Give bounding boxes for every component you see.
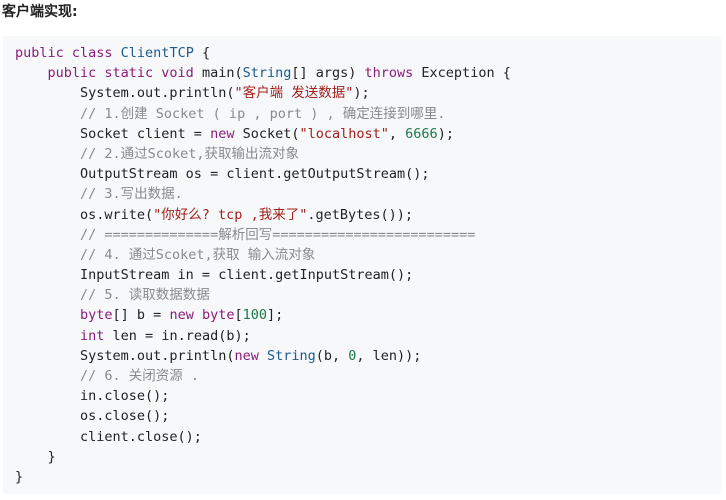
code-line: InputStream in = client.getInputStream()… xyxy=(15,265,721,285)
code-token: // 6. 关闭资源 . xyxy=(15,368,200,384)
code-line: int len = in.read(b); xyxy=(15,326,721,346)
code-line: // 2.通过Scoket,获取输出流对象 xyxy=(15,144,721,164)
code-line: // ==============解析回写===================… xyxy=(15,225,721,245)
code-line: Socket client = new Socket("localhost", … xyxy=(15,124,721,144)
code-line: client.close(); xyxy=(15,427,721,447)
code-token: byte xyxy=(15,307,113,324)
code-token: // 1.创建 Socket ( ip , port ) , 确定连接到哪里. xyxy=(15,105,446,122)
code-token: os.close(); xyxy=(15,408,170,425)
code-token: // 2.通过Scoket,获取输出流对象 xyxy=(15,145,300,162)
code-line: public class ClientTCP { xyxy=(15,43,721,63)
code-token: { xyxy=(193,45,211,61)
code-token: String xyxy=(242,65,292,82)
code-line: // 1.创建 Socket ( ip , port ) , 确定连接到哪里. xyxy=(15,104,721,124)
code-token: (b, xyxy=(315,347,349,364)
code-line: // 4. 通过Scoket,获取 输入流对象 xyxy=(15,245,721,265)
code-token: } xyxy=(15,448,56,465)
code-token: "客户端 发送数据" xyxy=(234,85,354,102)
code-token: [ xyxy=(234,307,243,324)
code-token: , xyxy=(388,125,406,142)
code-token: byte xyxy=(201,307,235,324)
code-token: ); xyxy=(353,85,370,102)
code-token: main( xyxy=(201,65,243,82)
code-token: .getBytes()); xyxy=(307,206,413,223)
code-token: ); xyxy=(437,125,454,142)
code-token: ]; xyxy=(267,307,284,324)
code-token: // 3.写出数据. xyxy=(15,186,183,203)
code-token: Socket( xyxy=(242,125,300,142)
code-token: String xyxy=(266,347,316,364)
code-token: [] args) xyxy=(291,65,365,82)
code-token: // 5. 读取数据数据 xyxy=(15,287,210,304)
code-line: } xyxy=(15,447,721,467)
code-token: new xyxy=(169,307,202,324)
code-block: public class ClientTCP { public static v… xyxy=(3,36,721,494)
code-line: // 3.写出数据. xyxy=(15,184,721,204)
code-line: public static void main(String[] args) t… xyxy=(15,63,721,83)
code-token: OutputStream os = client.getOutputStream… xyxy=(15,166,430,183)
code-token: "你好么? tcp ,我来了" xyxy=(153,206,308,223)
code-token: new xyxy=(210,125,243,142)
code-line: byte[] b = new byte[100]; xyxy=(15,305,721,325)
code-token: int xyxy=(15,327,113,344)
code-token: client.close(); xyxy=(15,428,202,445)
code-token: System.out.println( xyxy=(15,85,235,102)
code-token: in.close(); xyxy=(15,388,170,405)
code-token: new xyxy=(234,347,267,364)
code-token: "localhost" xyxy=(299,125,389,142)
code-line: } xyxy=(15,467,721,487)
code-token: InputStream in = client.getInputStream()… xyxy=(15,267,414,284)
code-token: ClientTCP xyxy=(120,45,194,61)
code-token: , len)); xyxy=(356,347,422,364)
code-token: [] b = xyxy=(112,307,170,324)
code-token: Exception { xyxy=(421,65,511,82)
code-line: OutputStream os = client.getOutputStream… xyxy=(15,164,721,184)
code-line: in.close(); xyxy=(15,386,721,406)
code-token: // ==============解析回写===================… xyxy=(15,226,476,243)
code-line: os.write("你好么? tcp ,我来了".getBytes()); xyxy=(15,205,721,225)
code-token: 100 xyxy=(242,307,268,324)
code-token: os.write( xyxy=(15,206,154,223)
code-token: System.out.println( xyxy=(15,347,235,364)
code-token: throws xyxy=(364,65,422,82)
code-line: System.out.println(new String(b, 0, len)… xyxy=(15,346,721,366)
code-token: Socket client = xyxy=(15,125,211,142)
code-token: 0 xyxy=(348,347,357,364)
code-token: // 4. 通过Scoket,获取 输入流对象 xyxy=(15,246,316,263)
code-line: // 5. 读取数据数据 xyxy=(15,285,721,305)
section-heading: 客户端实现: xyxy=(2,4,78,20)
code-line: os.close(); xyxy=(15,406,721,426)
code-line: // 6. 关闭资源 . xyxy=(15,366,721,386)
code-lines: public class ClientTCP { public static v… xyxy=(15,43,721,487)
code-token: len = in.read(b); xyxy=(112,327,251,344)
code-token: public static void xyxy=(15,65,202,82)
code-token: public class xyxy=(15,45,121,61)
code-token: 6666 xyxy=(405,125,438,142)
code-line: System.out.println("客户端 发送数据"); xyxy=(15,83,721,103)
code-token: } xyxy=(15,468,24,485)
